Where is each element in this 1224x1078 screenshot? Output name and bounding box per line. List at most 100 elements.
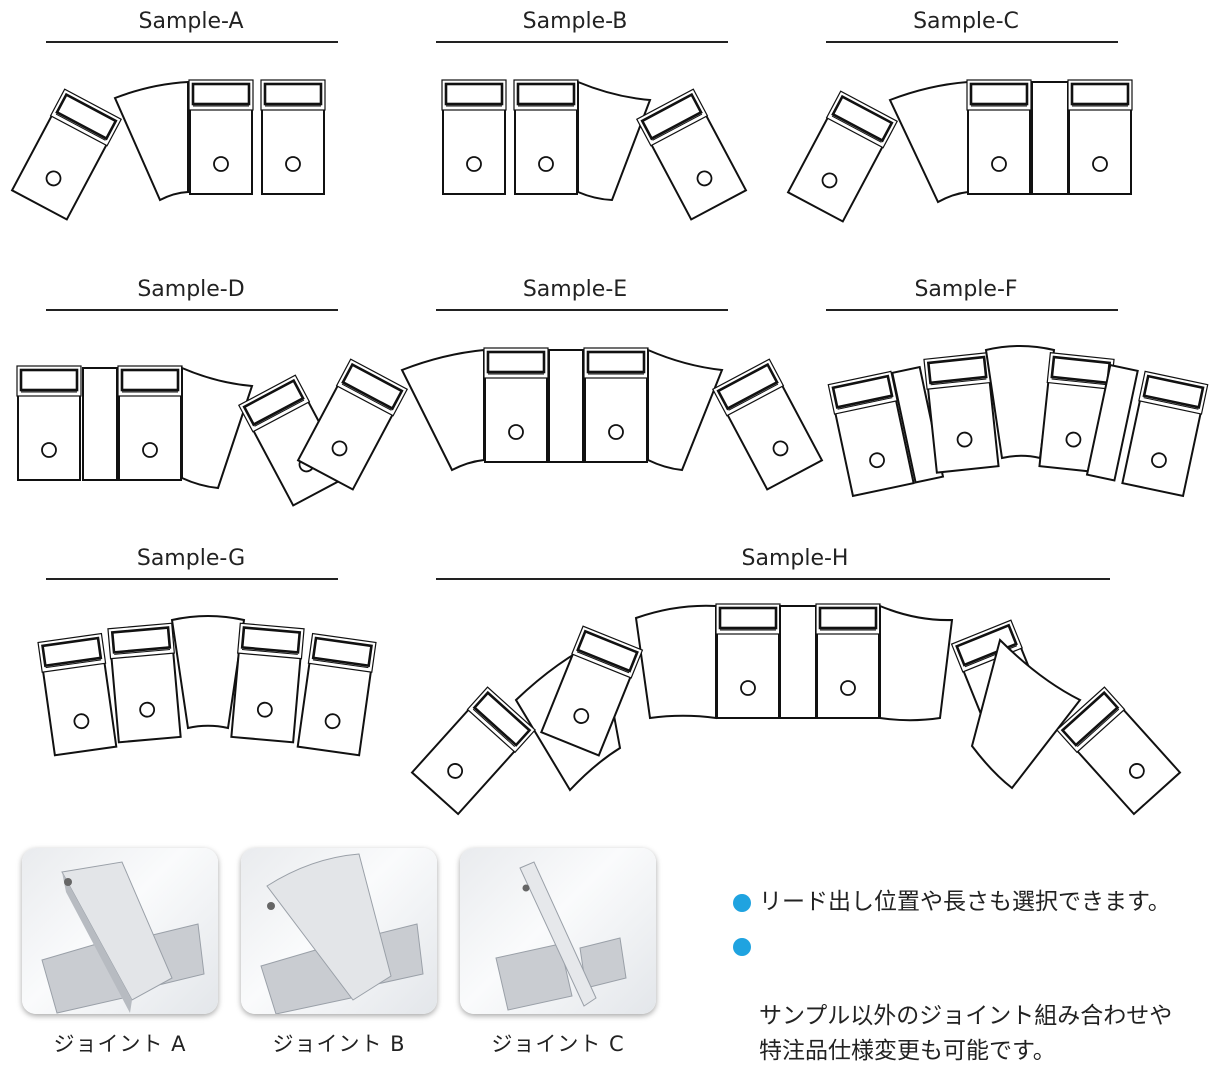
joint-a-photo xyxy=(22,848,218,1014)
joint-a-image xyxy=(41,861,205,1014)
module xyxy=(16,365,82,481)
note-text: サンプル以外のジョイント組み合わせや 特注品仕様変更も可能です。 xyxy=(759,1003,1173,1064)
notes-list: リード出し位置や長さも選択できます。 サンプル以外のジョイント組み合わせや 特注… xyxy=(733,885,1213,1078)
module-hole xyxy=(696,170,713,187)
curved-joint xyxy=(879,604,954,722)
module-slot xyxy=(41,636,103,668)
module xyxy=(1067,79,1133,195)
sample-title: Sample-F xyxy=(914,277,1017,302)
module-hole xyxy=(73,713,90,730)
module xyxy=(1056,686,1182,816)
module-hole xyxy=(466,156,482,172)
module-hole xyxy=(538,156,554,172)
module-hole xyxy=(331,440,348,457)
sample-a-diagram xyxy=(10,79,326,221)
module xyxy=(37,632,118,757)
sample-title: Sample-D xyxy=(137,277,244,302)
module xyxy=(260,79,326,195)
module-hole xyxy=(508,424,524,440)
straight-joint xyxy=(82,367,118,481)
curved-joint xyxy=(634,604,717,720)
module-slot xyxy=(640,92,703,141)
module-hole xyxy=(821,172,838,189)
module xyxy=(539,625,644,757)
module-slot xyxy=(831,94,894,143)
module xyxy=(296,632,377,757)
module-slot xyxy=(191,82,251,106)
module-slot xyxy=(311,636,373,668)
module-hole xyxy=(772,440,789,457)
module xyxy=(117,365,183,481)
joint-c-photo xyxy=(460,848,656,1014)
module-slot xyxy=(110,626,172,654)
sample-e-diagram xyxy=(296,347,824,491)
module-hole xyxy=(1151,452,1167,469)
module-slot xyxy=(120,368,180,392)
module-slot xyxy=(1060,690,1120,747)
bullet-icon xyxy=(733,938,751,956)
module-hole xyxy=(991,156,1007,172)
sample-title: Sample-C xyxy=(913,9,1019,34)
module-slot xyxy=(1142,374,1205,409)
module-slot xyxy=(444,82,504,106)
note-item: サンプル以外のジョイント組み合わせや 特注品仕様変更も可能です。 xyxy=(733,929,1213,1069)
module xyxy=(107,622,182,744)
module-hole xyxy=(840,680,856,696)
module xyxy=(1121,370,1209,498)
module-slot xyxy=(718,606,778,630)
curved-joint xyxy=(647,348,724,472)
module-slot xyxy=(969,82,1029,106)
module-slot xyxy=(472,690,532,747)
module xyxy=(827,370,915,498)
module-slot xyxy=(818,606,878,630)
curved-joint xyxy=(113,80,189,202)
module-slot xyxy=(1070,82,1130,106)
module xyxy=(635,88,748,221)
sample-title: Sample-E xyxy=(523,277,627,302)
curved-joint xyxy=(970,638,1082,790)
module-hole xyxy=(285,156,301,172)
module-hole xyxy=(213,156,229,172)
curved-joint xyxy=(888,80,969,204)
module-hole xyxy=(41,442,57,458)
module-slot xyxy=(955,623,1018,667)
module-hole xyxy=(740,680,756,696)
module-hole xyxy=(573,708,590,724)
module xyxy=(583,347,649,463)
sample-g-diagram xyxy=(37,615,377,757)
module-slot xyxy=(341,362,404,411)
module xyxy=(923,352,1000,474)
module-slot xyxy=(242,378,305,427)
note-item: リード出し位置や長さも選択できます。 xyxy=(733,885,1213,920)
straight-joint xyxy=(548,349,584,463)
module xyxy=(513,79,579,195)
joint-b-image xyxy=(260,853,424,1014)
module xyxy=(966,79,1032,195)
joint-a-label: ジョイント A xyxy=(53,1032,187,1056)
module-hole xyxy=(1092,156,1108,172)
module-hole xyxy=(608,424,624,440)
module xyxy=(715,603,781,719)
module-hole xyxy=(324,713,341,730)
module-hole xyxy=(447,763,464,779)
module xyxy=(188,79,254,195)
curved-joint xyxy=(181,366,254,490)
module-slot xyxy=(576,629,639,673)
module xyxy=(1038,352,1115,474)
joint-c-image xyxy=(495,861,627,1011)
straight-joint xyxy=(779,605,817,719)
sample-title: Sample-G xyxy=(137,546,245,571)
curved-joint xyxy=(400,348,485,472)
joint-c-label: ジョイント C xyxy=(491,1032,625,1056)
module-hole xyxy=(139,701,156,718)
module-slot xyxy=(19,368,79,392)
module-slot xyxy=(716,362,779,411)
module-hole xyxy=(1065,431,1082,448)
module-slot xyxy=(486,350,546,374)
sample-b-diagram xyxy=(441,79,748,221)
module xyxy=(815,603,881,719)
sample-title: Sample-A xyxy=(139,9,244,34)
bullet-icon xyxy=(733,894,751,912)
module xyxy=(296,358,409,491)
